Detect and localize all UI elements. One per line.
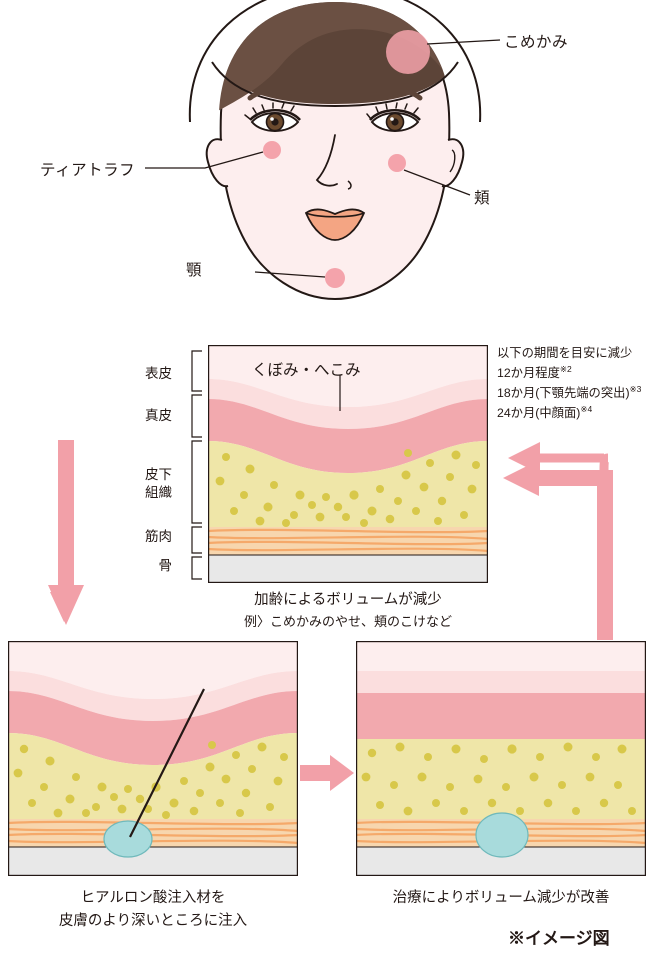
panel-bottom-right (356, 641, 646, 876)
cross-section-callout: くぼみ・へこみ (252, 362, 361, 379)
panel-top-caption-1: 加齢によるボリュームが減少 (254, 592, 442, 608)
nose (315, 134, 338, 187)
face-label-teartrough: ティアトラフ (40, 162, 136, 179)
leader-temple (426, 39, 501, 45)
face-illustration (145, 0, 501, 301)
eye-right (366, 102, 421, 132)
face-label-cheek: 頬 (474, 190, 491, 207)
ear-right-inner (449, 149, 456, 173)
panel-bottom-left-caption-1: ヒアルロン酸注入材を (80, 890, 226, 906)
panel-bottom-left (8, 641, 298, 876)
leader-cheek (403, 169, 471, 196)
arrow-bottom-middle (300, 755, 354, 791)
filler-bolus-left (103, 820, 153, 858)
marker-temple (386, 30, 430, 74)
face-label-temple: こめかみ (504, 34, 569, 51)
ear-left (205, 138, 229, 188)
nostril-right (347, 180, 352, 190)
layer-label-bone: 骨 (158, 558, 173, 573)
layer-label-epidermis: 表皮 (145, 366, 172, 381)
duration-note-line-1: 12か月程度※2 (497, 363, 572, 380)
eyebrow-right (367, 86, 423, 101)
panel-bottom-left-caption-2: 皮膚のより深いところに注入 (58, 913, 248, 929)
layer-label-subcutaneous-1: 皮下 (145, 467, 172, 482)
panel-top (208, 345, 488, 583)
face-label-chin: 顎 (186, 262, 203, 279)
hair-part (211, 61, 459, 108)
layer-label-subcutaneous-2: 組織 (145, 485, 172, 500)
duration-note-line-3: 24か月(中顔面)※4 (497, 403, 593, 420)
panel-top-caption-2: 例〉こめかみのやせ、頬のこけなど (243, 614, 452, 629)
marker-chin (325, 268, 345, 288)
lip-line (305, 212, 365, 218)
layer-label-dermis: 真皮 (145, 408, 172, 423)
panel-bottom-right-caption-1: 治療によりボリューム減少が改善 (392, 890, 610, 906)
duration-note-line-2: 18か月(下顎先端の突出)※3 (497, 383, 642, 400)
duration-note: 以下の期間を目安に減少 12か月程度※2 18か月(下顎先端の突出)※3 24か… (497, 345, 641, 423)
layer-brackets (191, 350, 202, 580)
marker-cheek (388, 154, 406, 172)
leader-chin (254, 271, 326, 278)
eyebrow-left (247, 86, 303, 101)
ear-right (441, 138, 465, 188)
hairline (188, 0, 482, 123)
eye-left (244, 102, 301, 132)
marker-teartrough (263, 141, 281, 159)
layer-label-muscle: 筋肉 (145, 529, 172, 544)
arrow-left-vertical (48, 440, 84, 625)
leader-teartrough (145, 151, 264, 169)
duration-note-heading: 以下の期間を目安に減少 (497, 346, 633, 360)
arrow-right-return (503, 460, 613, 640)
injection-needle (129, 688, 205, 838)
filler-bolus-right (475, 812, 529, 858)
image-note: ※イメージ図 (508, 929, 610, 948)
